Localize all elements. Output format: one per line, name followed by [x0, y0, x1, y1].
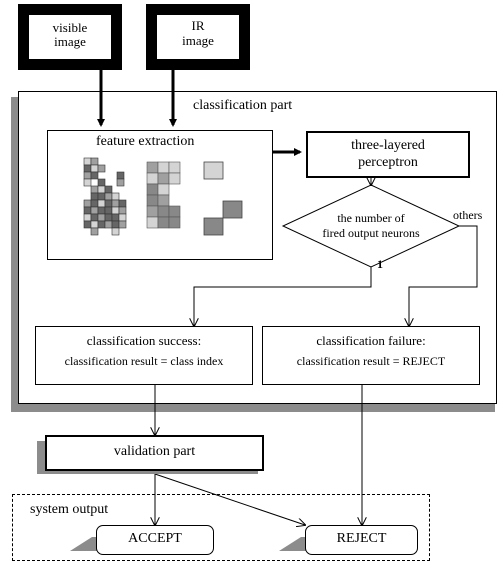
- ir-image-label-line1: IR: [191, 18, 205, 33]
- validation-part-box: [45, 435, 264, 471]
- system-output-title: system output: [30, 502, 109, 517]
- ir-image-box: [146, 4, 250, 70]
- classification-success-box: [35, 326, 253, 385]
- decision-label-line1: the number of: [337, 211, 405, 225]
- branch-label-one: 1: [377, 257, 383, 271]
- classification-part-title: classification part: [193, 98, 293, 113]
- validation-to-reject-arrow: [154, 473, 305, 525]
- success-label-line1: classification success:: [86, 333, 202, 348]
- ir-image-label-line2: image: [182, 33, 214, 48]
- decision-to-success-line: [194, 267, 372, 326]
- system-output-frame: [12, 494, 430, 561]
- branch-label-others: others: [453, 208, 483, 222]
- perceptron-label-line2: perceptron: [358, 155, 418, 170]
- reject-label: REJECT: [336, 531, 387, 546]
- classification-failure-box: [262, 326, 480, 385]
- ir-feature-pattern: [146, 161, 181, 229]
- success-label-line2: classification result = class index: [64, 354, 224, 368]
- perceptron-label-line1: three-layered: [351, 138, 425, 153]
- visible-image-label-line1: visible: [52, 20, 88, 35]
- reject-box: [305, 525, 418, 555]
- feature-patterns: [83, 157, 243, 236]
- accept-label: ACCEPT: [128, 531, 182, 546]
- decision-to-failure-line: [409, 225, 478, 326]
- visible-image-box: [18, 4, 122, 70]
- failure-label-line1: classification failure:: [316, 333, 426, 348]
- perceptron-box: [306, 131, 470, 178]
- accept-box: [96, 525, 214, 555]
- visible-feature-pattern: [83, 157, 127, 236]
- feature-extraction-label: feature extraction: [96, 134, 195, 149]
- visible-image-label-line2: image: [54, 34, 86, 49]
- validation-part-label: validation part: [113, 444, 196, 459]
- failure-label-line2: classification result = REJECT: [296, 354, 446, 368]
- decision-label-line2: fired output neurons: [322, 226, 420, 240]
- reduced-feature-pattern: [203, 161, 243, 236]
